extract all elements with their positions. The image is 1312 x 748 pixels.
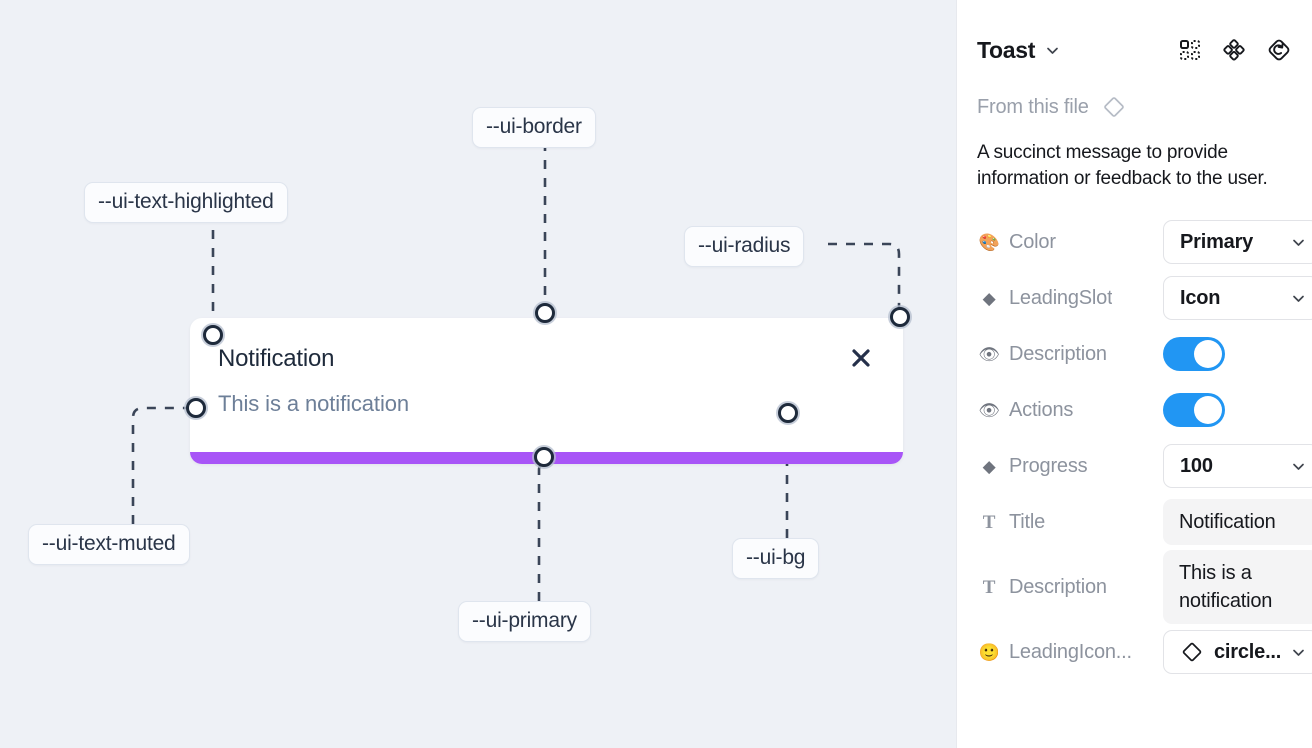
property-row-title: T Title Notification <box>977 494 1312 550</box>
design-canvas[interactable]: Notification This is a notification --ui… <box>0 0 956 748</box>
callout-ui-text-muted[interactable]: --ui-text-muted <box>28 524 190 565</box>
property-list: 🎨 Color Primary <box>977 214 1312 680</box>
property-row-color: 🎨 Color Primary <box>977 214 1312 270</box>
property-label-color: 🎨 Color <box>978 230 1056 253</box>
toggle-knob <box>1194 340 1222 368</box>
handle-primary[interactable] <box>534 447 554 467</box>
property-row-description-toggle: 👁 Description <box>977 326 1292 382</box>
description-toggle[interactable] <box>1163 337 1225 371</box>
property-row-progress: ◆ Progress 100 <box>977 438 1312 494</box>
chevron-down-icon <box>1283 235 1306 250</box>
callout-ui-radius[interactable]: --ui-radius <box>684 226 805 267</box>
property-control-leadingslot: Icon <box>1163 276 1312 320</box>
property-control-leadingicon: circle... <box>1163 630 1312 674</box>
leadingicon-select[interactable]: circle... <box>1163 630 1312 674</box>
property-label-description-toggle: 👁 Description <box>978 342 1107 365</box>
from-this-file-label: From this file <box>977 95 1089 118</box>
toast-preview-card[interactable]: Notification This is a notification <box>190 318 903 464</box>
diamond-outline-icon <box>1101 94 1127 120</box>
property-label-leadingicon: 🙂 LeadingIcon... <box>978 640 1132 663</box>
text-type-icon: T <box>982 511 996 533</box>
color-select[interactable]: Primary <box>1163 220 1312 264</box>
leadingslot-select[interactable]: Icon <box>1163 276 1312 320</box>
property-row-leadingicon: 🙂 LeadingIcon... circle... <box>977 624 1312 680</box>
toast-title: Notification <box>218 345 335 372</box>
property-control-color: Primary <box>1163 220 1312 264</box>
handle-border[interactable] <box>535 303 555 323</box>
properties-panel: Toast <box>956 0 1312 748</box>
toast-content: Notification This is a notification <box>190 318 903 464</box>
palette-icon: 🎨 <box>978 232 1000 252</box>
from-this-file[interactable]: From this file <box>977 94 1292 120</box>
property-row-description-text: T Description This is a notification <box>977 550 1312 624</box>
panel-header: Toast <box>977 0 1292 72</box>
chevron-down-icon <box>1283 291 1306 306</box>
callout-ui-bg[interactable]: --ui-bg <box>732 538 820 579</box>
actions-toggle[interactable] <box>1163 393 1225 427</box>
toggle-knob <box>1194 396 1222 424</box>
panel-title: Toast <box>977 36 1036 63</box>
chevron-down-icon <box>1283 645 1306 660</box>
chevron-down-icon[interactable] <box>1045 43 1060 58</box>
description-input[interactable]: This is a notification <box>1163 550 1312 624</box>
reset-diamond-icon[interactable] <box>1266 37 1292 63</box>
property-label-actions-toggle: 👁 Actions <box>978 398 1074 421</box>
component-grid-icon[interactable] <box>1178 38 1202 62</box>
component-description: A succinct message to provide informatio… <box>977 142 1268 189</box>
callout-ui-border[interactable]: --ui-border <box>472 107 596 148</box>
property-control-description-text: This is a notification <box>1163 550 1312 624</box>
property-label-leadingslot: ◆ LeadingSlot <box>977 287 1163 310</box>
property-control-description-toggle <box>1163 337 1312 371</box>
eye-icon: 👁 <box>978 400 1000 420</box>
diamond-outline-icon <box>1180 640 1204 664</box>
close-x-icon[interactable] <box>847 344 875 372</box>
property-row-actions-toggle: 👁 Actions <box>977 382 1292 438</box>
handle-radius[interactable] <box>890 307 910 327</box>
property-label-description-text: T Description <box>977 576 1163 599</box>
eye-icon: 👁 <box>978 344 1000 364</box>
property-control-title: Notification <box>1163 499 1312 545</box>
diamond-filled-icon: ◆ <box>982 288 996 308</box>
property-control-progress: 100 <box>1163 444 1312 488</box>
progress-select[interactable]: 100 <box>1163 444 1312 488</box>
variants-diamond-cluster-icon[interactable] <box>1222 38 1246 62</box>
diamond-filled-icon: ◆ <box>982 456 996 476</box>
handle-text-highlighted[interactable] <box>203 325 223 345</box>
title-input[interactable]: Notification <box>1163 499 1312 545</box>
emoji-icon: 🙂 <box>978 642 1000 662</box>
handle-text-muted[interactable] <box>186 398 206 418</box>
property-label-progress: ◆ Progress <box>977 455 1163 478</box>
panel-header-actions <box>1178 37 1292 63</box>
property-row-leadingslot: ◆ LeadingSlot Icon <box>977 270 1312 326</box>
text-type-icon: T <box>982 576 996 598</box>
property-label-title: T Title <box>977 511 1163 534</box>
callout-ui-text-highlighted[interactable]: --ui-text-highlighted <box>84 182 288 223</box>
chevron-down-icon <box>1283 459 1306 474</box>
property-control-actions-toggle <box>1163 393 1312 427</box>
callout-ui-primary[interactable]: --ui-primary <box>458 601 591 642</box>
handle-bg[interactable] <box>778 403 798 423</box>
toast-description: This is a notification <box>218 391 409 416</box>
